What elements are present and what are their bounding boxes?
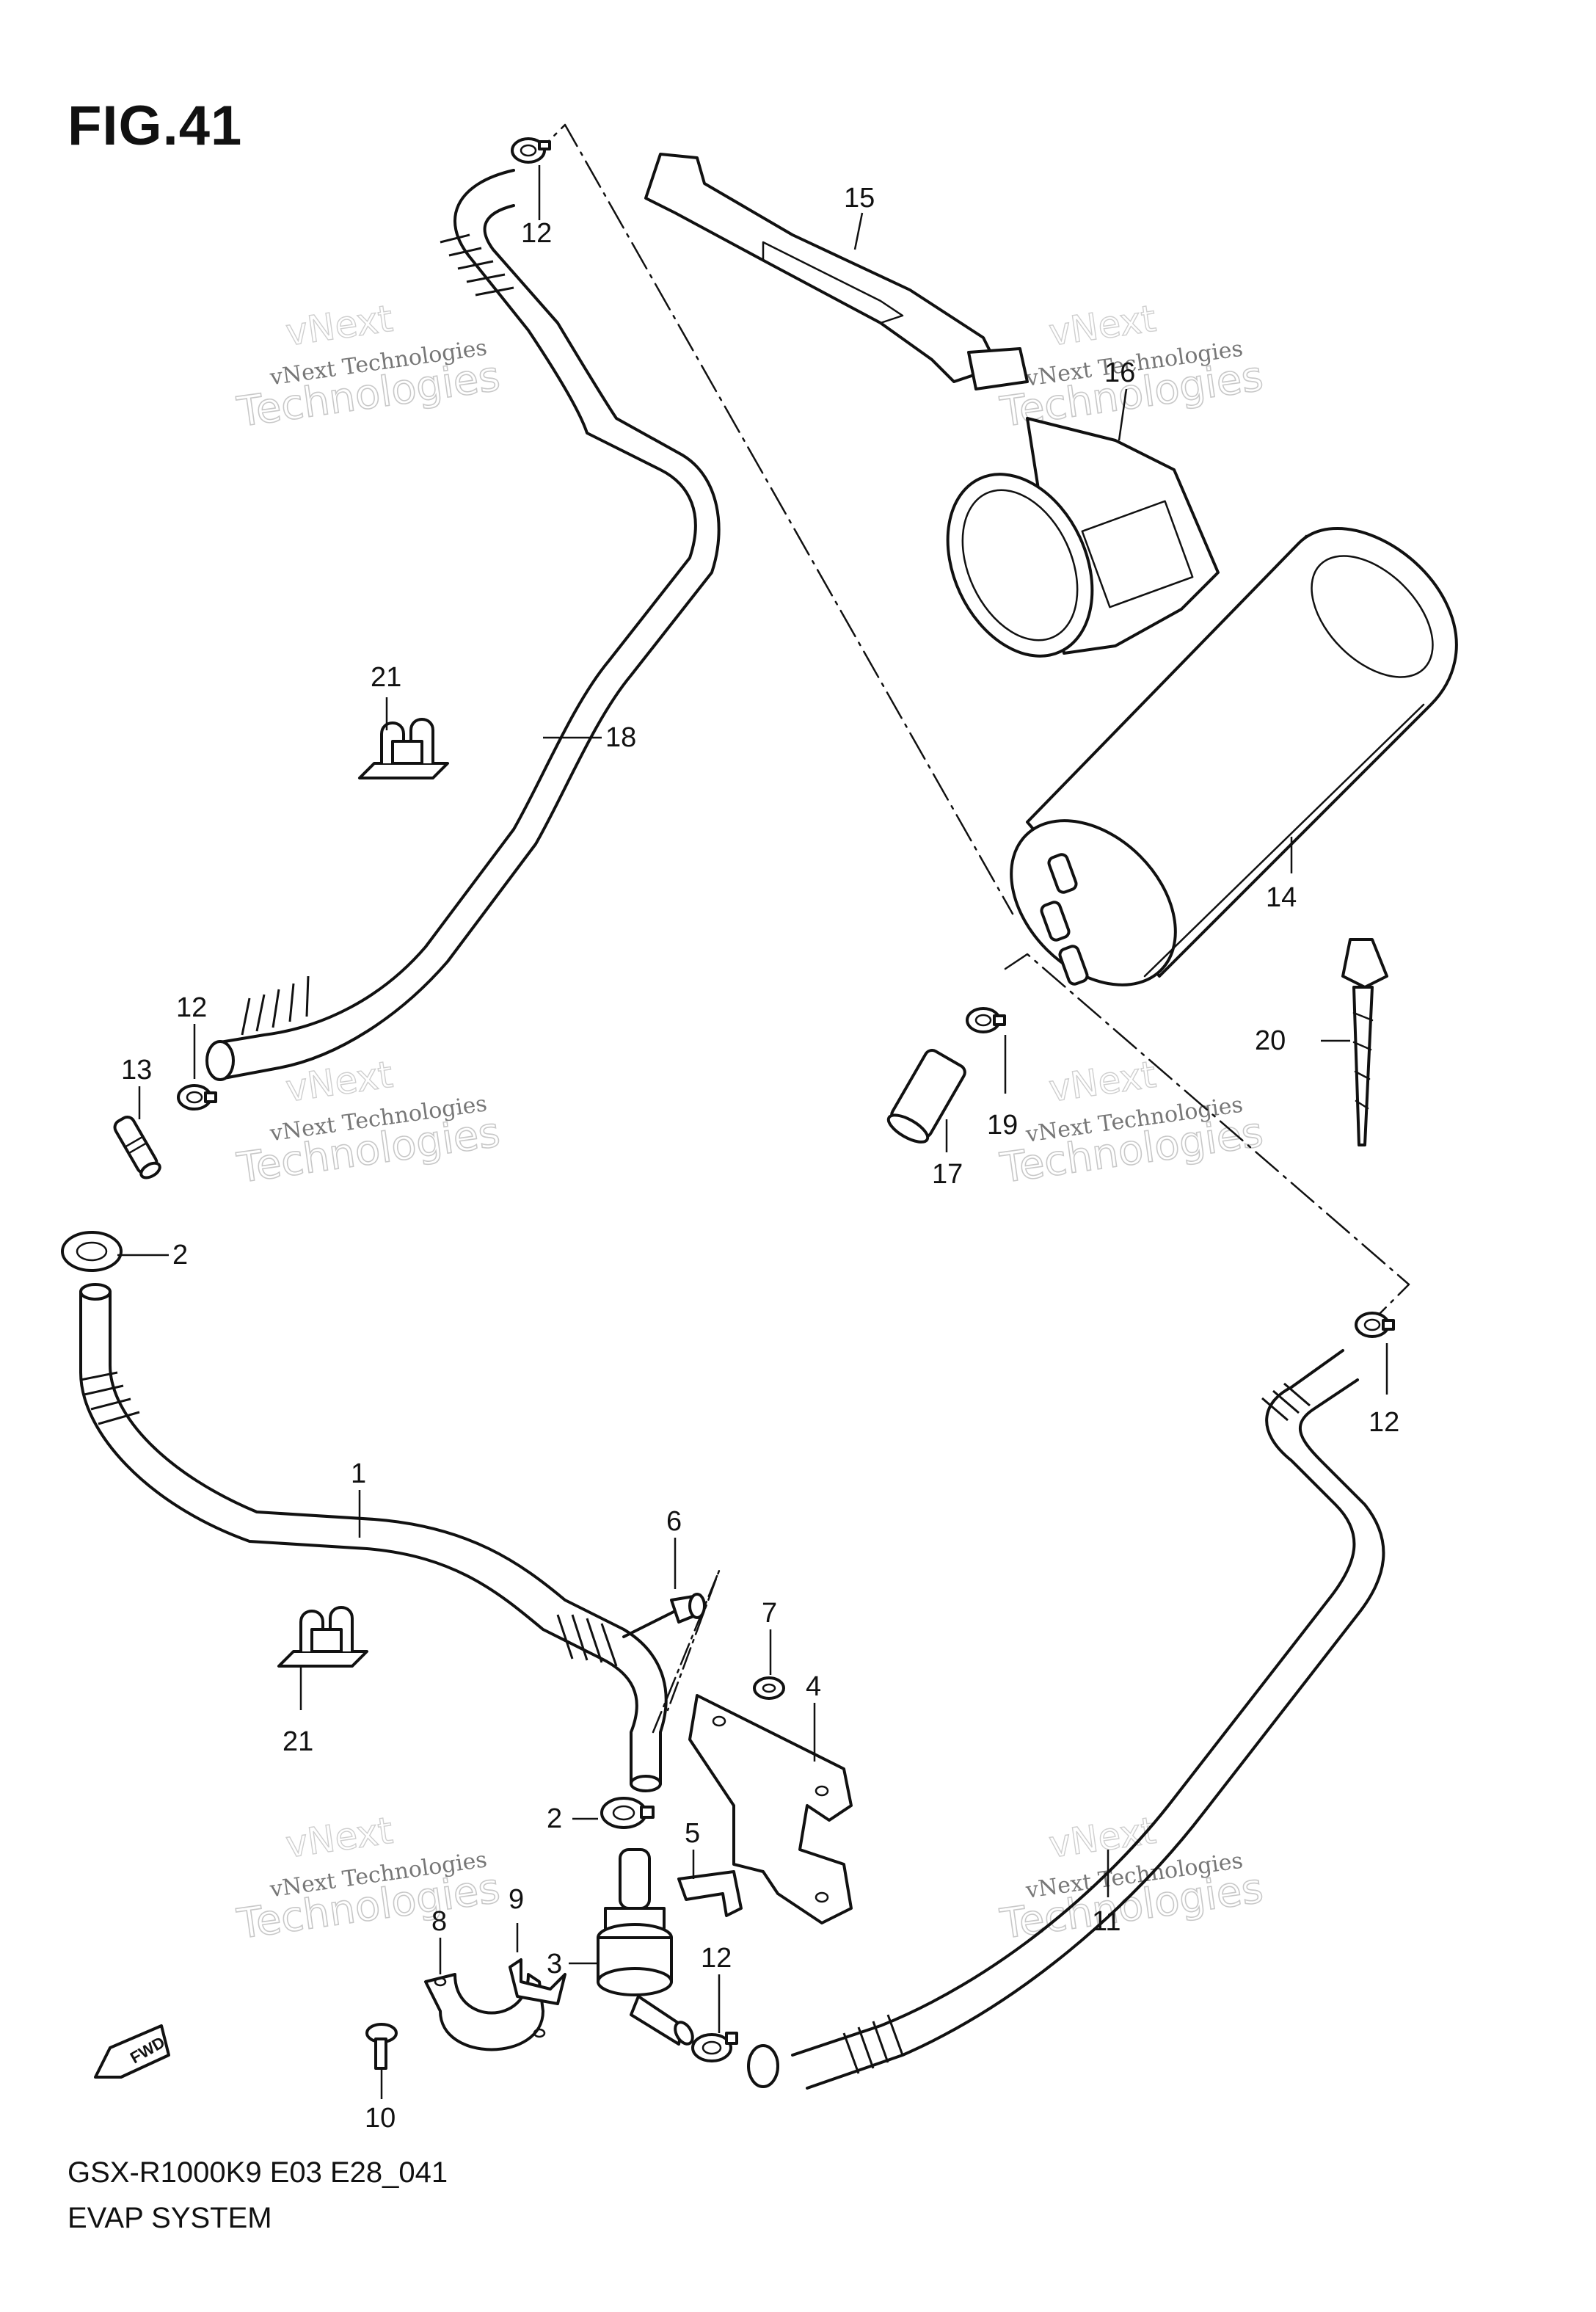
callouts: 12 15 16 21 18 14 20 12 13 19 17 2 12 1 … — [117, 165, 1399, 2134]
hose-11-sleeve-top — [1261, 1382, 1311, 1422]
clip-21-lower — [277, 1606, 368, 1668]
hose-1-end-top — [79, 1283, 112, 1301]
callout-2-lower: 2 — [547, 1803, 562, 1834]
clip-5 — [677, 1870, 743, 1917]
callout-11: 11 — [1092, 1906, 1121, 1937]
hose-18 — [205, 169, 721, 1081]
callout-6: 6 — [666, 1506, 682, 1537]
hose-1-sleeve-bottom — [556, 1614, 618, 1667]
callout-3: 3 — [547, 1949, 562, 1980]
clip-2-top — [61, 1231, 123, 1272]
callout-18: 18 — [605, 722, 636, 753]
washer-7 — [753, 1676, 785, 1700]
clip-12-lower — [691, 2032, 738, 2062]
bracket-4 — [688, 1694, 853, 1924]
callout-21-lower: 21 — [283, 1726, 313, 1757]
callout-12-mid-left: 12 — [176, 992, 207, 1023]
hose-18-sleeve-bottom — [241, 975, 310, 1036]
hose-11-end — [747, 2044, 779, 2088]
callout-17: 17 — [932, 1159, 963, 1190]
fwd-direction-badge: FWD — [94, 2024, 170, 2079]
canister-14 — [1010, 527, 1458, 986]
hose-18-sleeve-top — [440, 233, 514, 297]
watermark-vnext: vNext — [283, 297, 396, 355]
callout-12-right: 12 — [1369, 1407, 1399, 1438]
callout-1: 1 — [351, 1458, 366, 1489]
hose-11-sleeve-bottom — [842, 2014, 904, 2074]
callout-4: 4 — [806, 1671, 821, 1702]
clip-12-top — [511, 137, 551, 164]
bolt-20 — [1341, 938, 1388, 1146]
hose-1 — [61, 1231, 668, 1792]
strap-15 — [644, 153, 1029, 390]
hose-17 — [886, 1049, 966, 1144]
rivet-6 — [622, 1593, 706, 1638]
callout-2-top: 2 — [172, 1240, 188, 1270]
watermark-vnext: vNext — [1046, 297, 1159, 355]
bracket-9 — [509, 1958, 566, 2005]
hose-11 — [747, 1349, 1385, 2090]
callout-10: 10 — [365, 2103, 396, 2134]
figure-title: FIG.41 — [68, 95, 243, 157]
callout-16: 16 — [1104, 357, 1135, 388]
callout-12-lower: 12 — [701, 1943, 732, 1974]
callout-5: 5 — [685, 1818, 700, 1849]
clip-12-mid-left — [177, 1084, 217, 1110]
clip-2-lower — [600, 1797, 655, 1829]
watermark-vnext: vNext — [283, 1809, 396, 1866]
screw-10 — [365, 2023, 398, 2070]
clip-21-upper — [358, 718, 449, 779]
callout-8: 8 — [431, 1906, 447, 1937]
watermark-vnext: vNext — [1046, 1053, 1159, 1110]
valve-3 — [597, 1848, 694, 2046]
clip-19 — [966, 1007, 1006, 1033]
callout-13: 13 — [121, 1055, 152, 1086]
hose-18-end — [205, 1040, 235, 1081]
callout-9: 9 — [509, 1884, 524, 1915]
footer-model-code: GSX-R1000K9 E03 E28_041 — [68, 2156, 448, 2189]
hose-1-end-bottom — [630, 1775, 662, 1792]
callout-20: 20 — [1255, 1025, 1286, 1056]
cap-16 — [946, 417, 1220, 658]
clip-12-right — [1355, 1312, 1395, 1338]
callout-21-upper: 21 — [371, 662, 401, 693]
callout-14: 14 — [1266, 882, 1297, 913]
footer-section-name: EVAP SYSTEM — [68, 2202, 272, 2234]
callout-12-top: 12 — [521, 218, 552, 249]
callout-19: 19 — [987, 1110, 1018, 1141]
hose-1-sleeve-top — [80, 1371, 140, 1425]
callout-15: 15 — [844, 183, 875, 214]
joint-13 — [113, 1116, 161, 1179]
callout-7: 7 — [762, 1598, 777, 1629]
